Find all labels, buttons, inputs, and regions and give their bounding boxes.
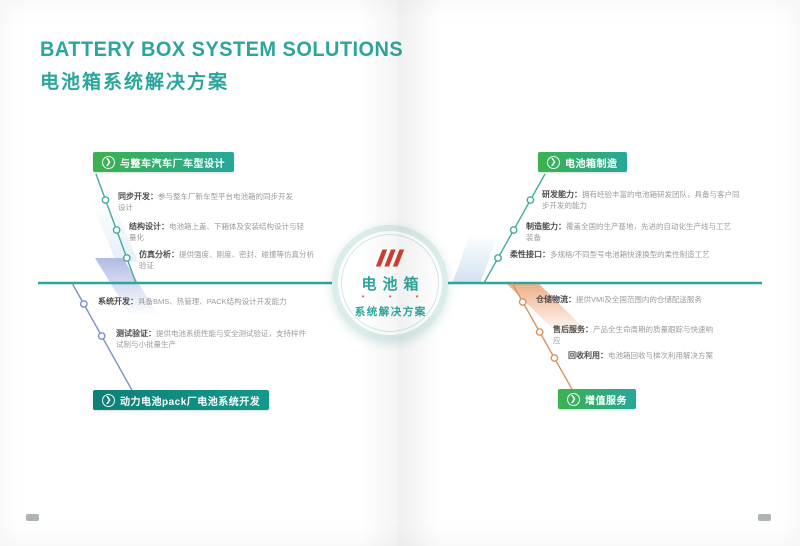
note-title: 结构设计： [129,222,169,231]
chevron-icon: ❯ [547,155,560,169]
note-desc: 提供电池系统性能与安全测试验证，支持样件试制与小批量生产 [116,329,306,349]
milestone-dot [518,298,527,306]
company-logo-icon [375,249,405,267]
annotation-item: 系统开发：具备BMS、热管理、PACK结构设计开发能力 [98,297,288,308]
note-desc: 参与整车厂新车型平台电池箱的同步开发设计 [118,192,293,212]
emphasis-dots: • • • [361,292,430,302]
page-title-en: BATTERY BOX SYSTEM SOLUTIONS [40,38,404,61]
note-desc: 电池箱回收与梯次利用解决方案 [608,351,713,360]
branch-label-text: 电池箱制造 [565,158,618,170]
milestone-dot [535,328,544,336]
branch-label-top-left: ❯ 与整车汽车厂车型设计 [93,152,234,172]
branch-label-top-right: ❯ 电池箱制造 [538,152,627,172]
milestone-dot [550,354,559,362]
page-title-cn: 电池箱系统解决方案 [40,72,230,93]
note-title: 同步开发： [118,192,158,201]
milestone-dot [509,226,518,234]
milestone-dot [112,226,121,234]
annotation-item: 柔性接口：多规格/不同型号电池箱快速换型的柔性制造工艺 [510,250,740,261]
note-desc: 提供强度、刚度、密封、碰撞等仿真分析验证 [139,250,314,270]
note-title: 仓储物流： [536,295,576,304]
note-title: 柔性接口： [510,250,550,259]
annotation-item: 售后服务：产品全生命周期的质量跟踪与快速响应 [553,325,718,346]
branch-label-bottom-left: ❯ 动力电池pack厂电池系统开发 [93,390,270,410]
branch-label-text: 动力电池pack厂电池系统开发 [120,396,261,408]
branch-label-bottom-right: ❯ 增值服务 [558,389,636,409]
band-bottom-left [95,258,158,315]
annotation-item: 测试验证：提供电池系统性能与安全测试验证，支持样件试制与小批量生产 [116,329,311,350]
center-circle: 电池箱 • • • 系统解决方案 [332,225,448,341]
page-header: BATTERY BOX SYSTEM SOLUTIONS 电池箱系统解决方案 [40,38,422,94]
note-title: 售后服务： [553,325,593,334]
center-title: 电池箱 [361,276,425,294]
band-top-right [452,234,498,284]
annotation-item: 同步开发：参与整车厂新车型平台电池箱的同步开发设计 [118,192,293,213]
annotation-item: 回收利用：电池箱回收与梯次利用解决方案 [568,351,728,362]
note-title: 测试验证： [116,329,156,338]
note-desc: 覆盖全国的生产基地，先进的自动化生产线与工艺装备 [526,222,731,242]
chevron-icon: ❯ [567,392,580,406]
milestone-dot [101,196,110,204]
note-desc: 电池箱上盖、下箱体及安装结构设计与轻量化 [129,222,304,242]
branch-label-text: 增值服务 [585,395,627,407]
milestone-dot [79,300,88,308]
milestone-dot [122,254,131,262]
page-corner-mark-right [758,514,771,521]
center-subtitle: 系统解决方案 [354,305,427,318]
annotation-item: 研发能力：拥有经验丰富的电池箱研发团队，具备与客户同步开发的能力 [542,190,742,211]
annotation-item: 结构设计：电池箱上盖、下箱体及安装结构设计与轻量化 [129,222,304,243]
milestone-dot [494,254,502,262]
annotation-item: 仿真分析：提供强度、刚度、密封、碰撞等仿真分析验证 [139,250,319,271]
note-desc: 提供VMI及全国范围内的仓储配送服务 [576,295,702,304]
annotation-item: 制造能力：覆盖全国的生产基地，先进的自动化生产线与工艺装备 [526,222,731,243]
page-corner-mark-left [26,514,39,521]
chevron-icon: ❯ [102,393,115,407]
annotation-item: 仓储物流：提供VMI及全国范围内的仓储配送服务 [536,295,706,306]
note-title: 系统开发： [98,297,138,306]
note-title: 制造能力： [526,222,566,231]
note-title: 回收利用： [568,351,608,360]
note-title: 仿真分析： [139,250,179,259]
branch-label-text: 与整车汽车厂车型设计 [120,158,225,170]
band-bottom-right [506,283,592,336]
note-desc: 产品全生命周期的质量跟踪与快速响应 [553,325,713,345]
chevron-icon: ❯ [102,155,115,169]
milestone-dot [526,196,535,204]
note-desc: 多规格/不同型号电池箱快速换型的柔性制造工艺 [550,250,710,259]
note-desc: 具备BMS、热管理、PACK结构设计开发能力 [138,297,287,306]
note-title: 研发能力： [542,190,582,199]
milestone-dot [97,332,106,340]
note-desc: 拥有经验丰富的电池箱研发团队，具备与客户同步开发的能力 [542,190,740,210]
